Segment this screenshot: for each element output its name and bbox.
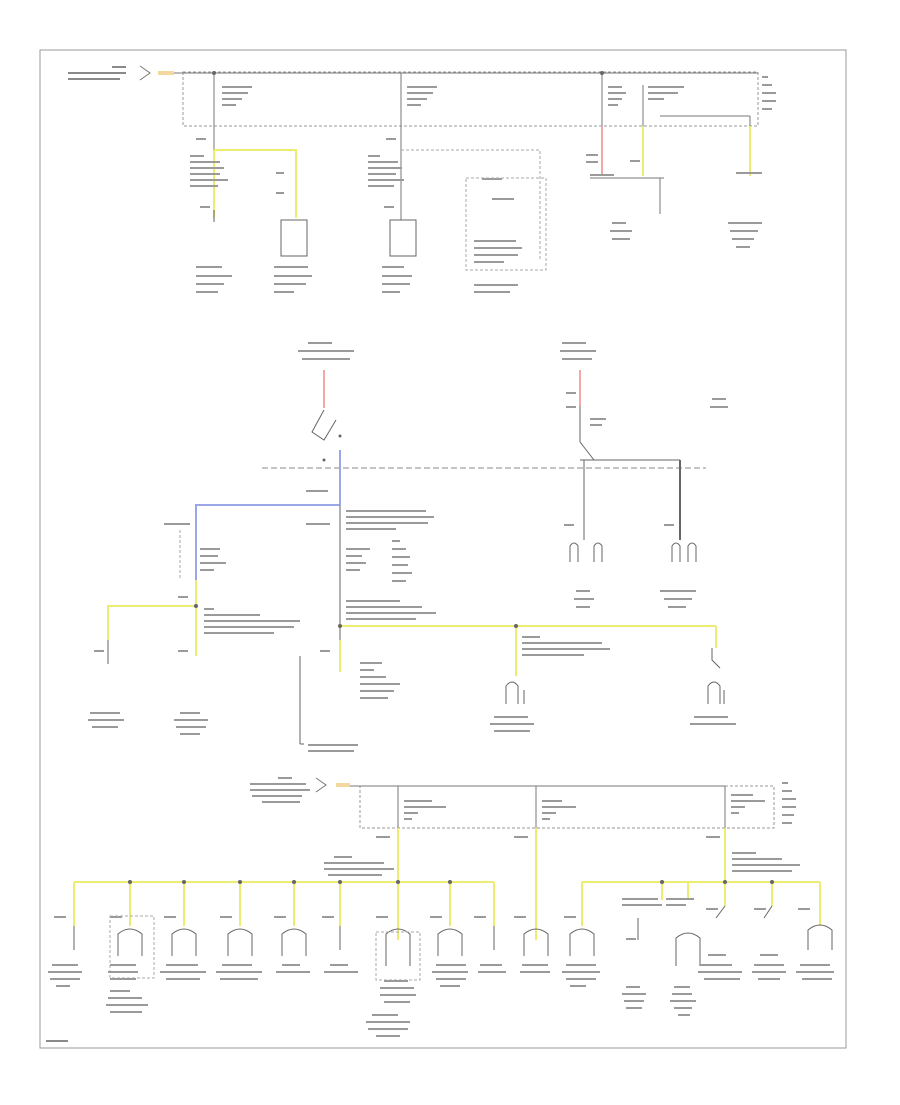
bottom-section [46,777,834,1042]
top-fuse-box [182,71,759,127]
diagram-border [39,49,847,1049]
top-fuses [213,73,644,126]
middle-section [88,342,736,752]
top-source-arrow-icon [139,65,151,81]
middle-right-connectors [569,542,697,562]
bottom-source-arrow-icon [315,777,327,793]
top-source-label [68,66,126,80]
bottom-ground-connectors [73,905,833,966]
top-module-dashed-box [465,177,547,271]
bottom-captions [48,954,834,1037]
top-component-box-2 [389,219,417,257]
top-section [68,65,776,293]
middle-lower-connectors [505,681,725,704]
ignition-switch-symbol [311,409,337,441]
top-fuse-labels [222,76,776,110]
top-component-box-1 [280,219,308,257]
footer-code-mark [46,1040,68,1042]
